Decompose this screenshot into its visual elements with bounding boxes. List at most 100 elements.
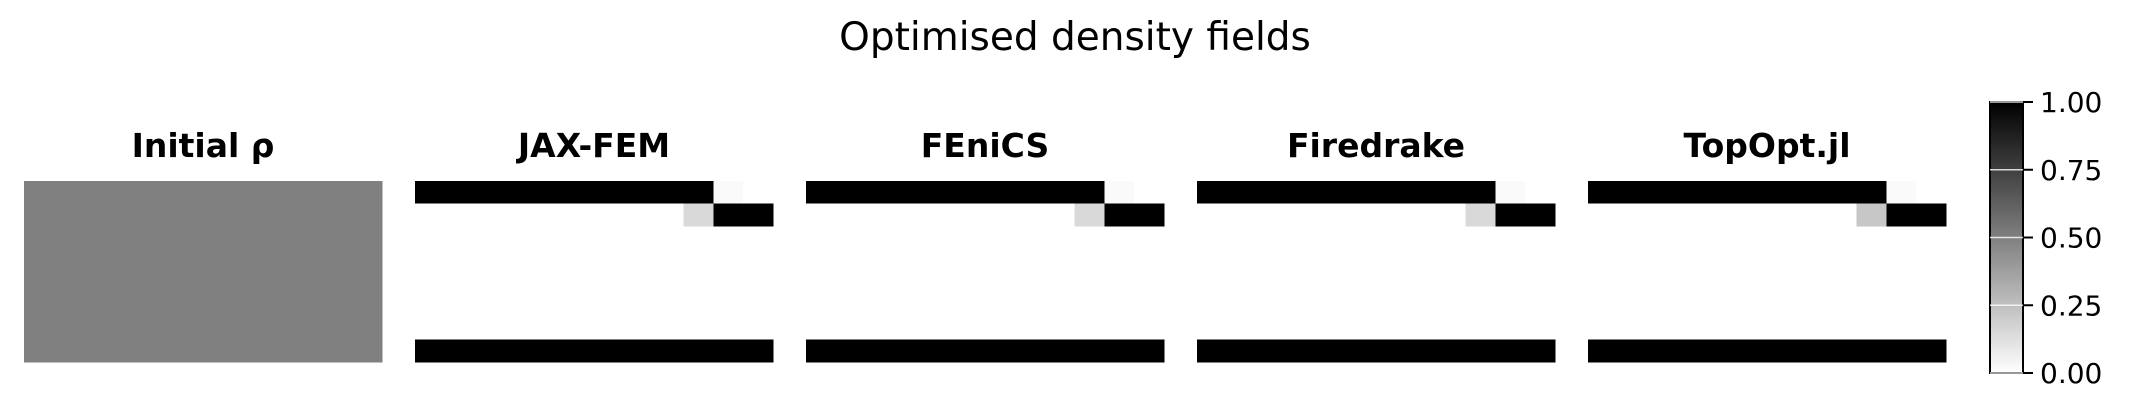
density-cell — [1588, 203, 1619, 227]
density-cell — [262, 203, 294, 227]
density-cell — [1916, 226, 1947, 250]
density-cell — [865, 316, 897, 340]
density-cell — [1376, 181, 1407, 205]
density-cell — [1405, 203, 1437, 227]
density-cell — [865, 248, 897, 273]
density-cell — [1104, 339, 1135, 363]
density-cell — [1886, 294, 1917, 318]
density-cell — [1796, 226, 1828, 250]
density-cell — [1044, 181, 1076, 205]
density-cell — [1104, 226, 1135, 250]
density-cell — [1346, 226, 1377, 250]
density-cell — [1074, 203, 1105, 227]
density-cell — [1617, 339, 1649, 363]
density-cell — [322, 339, 353, 363]
density-cell — [743, 181, 774, 205]
density-cell — [683, 339, 714, 363]
density-cell — [262, 271, 294, 295]
density-cell — [1525, 226, 1556, 250]
density-cell — [352, 316, 383, 340]
density-cell — [24, 203, 55, 227]
density-cell — [1286, 248, 1317, 273]
density-cell — [1856, 271, 1887, 295]
density-cell — [1104, 248, 1135, 273]
density-cell — [925, 271, 956, 295]
density-cell — [203, 226, 234, 250]
density-cell — [352, 226, 383, 250]
density-cell — [713, 271, 744, 295]
density-cell — [1465, 181, 1496, 205]
density-cell — [1286, 294, 1317, 318]
density-cell — [1647, 203, 1679, 227]
density-cell — [713, 248, 744, 273]
density-cell — [594, 181, 625, 205]
density-cell — [1074, 248, 1105, 273]
density-cell — [203, 203, 234, 227]
density-cell — [113, 203, 144, 227]
density-cell — [173, 294, 204, 318]
density-cell — [534, 181, 565, 205]
density-cell — [1588, 248, 1619, 273]
density-cell — [1197, 181, 1228, 205]
density-cell — [1737, 271, 1768, 295]
density-cell — [594, 339, 625, 363]
density-cell — [683, 316, 714, 340]
density-cell — [623, 294, 655, 318]
density-cell — [1525, 203, 1556, 227]
density-cell — [322, 248, 353, 273]
density-cell — [1405, 339, 1437, 363]
density-cell — [865, 339, 897, 363]
density-cell — [173, 271, 204, 295]
density-cell — [173, 203, 204, 227]
density-cell — [83, 271, 115, 295]
density-cell — [474, 294, 506, 318]
density-cell — [474, 339, 506, 363]
density-cell — [1856, 248, 1887, 273]
density-cell — [322, 181, 353, 205]
density-cell — [173, 226, 204, 250]
density-cell — [292, 316, 323, 340]
density-cell — [1588, 226, 1619, 250]
panel-2: JAX-FEM — [415, 126, 774, 363]
density-cell — [1044, 316, 1076, 340]
density-cell — [1796, 203, 1828, 227]
density-cell — [1104, 316, 1135, 340]
density-cell — [232, 203, 264, 227]
density-cell — [1525, 339, 1556, 363]
density-cell — [1346, 203, 1377, 227]
panel-title: TopOpt.jl — [1683, 126, 1850, 165]
density-cell — [1796, 181, 1828, 205]
density-cell — [53, 294, 85, 318]
density-cell — [835, 203, 867, 227]
density-cell — [1286, 203, 1317, 227]
density-cell — [474, 316, 506, 340]
density-cell — [1074, 316, 1105, 340]
density-cell — [564, 203, 595, 227]
density-cell — [203, 248, 234, 273]
density-cell — [1044, 294, 1076, 318]
density-cell — [113, 316, 144, 340]
colorbar-tick-label: 0.00 — [2040, 357, 2102, 390]
density-cell — [24, 181, 55, 205]
density-cell — [1074, 271, 1105, 295]
density-cell — [292, 271, 323, 295]
density-cell — [1525, 316, 1556, 340]
density-cell — [444, 316, 476, 340]
density-cell — [1886, 226, 1917, 250]
density-cell — [1677, 203, 1708, 227]
colorbar-tick-label: 0.25 — [2040, 289, 2102, 322]
density-cell — [1014, 316, 1046, 340]
density-cell — [534, 294, 565, 318]
density-cell — [713, 316, 744, 340]
density-cell — [1316, 294, 1347, 318]
density-cell — [653, 271, 685, 295]
density-cell — [806, 248, 837, 273]
density-cell — [1286, 271, 1317, 295]
density-cell — [1014, 226, 1046, 250]
density-cell — [1316, 271, 1347, 295]
density-cell — [262, 339, 294, 363]
density-cell — [1044, 271, 1076, 295]
density-cell — [1707, 316, 1738, 340]
density-cell — [474, 181, 506, 205]
